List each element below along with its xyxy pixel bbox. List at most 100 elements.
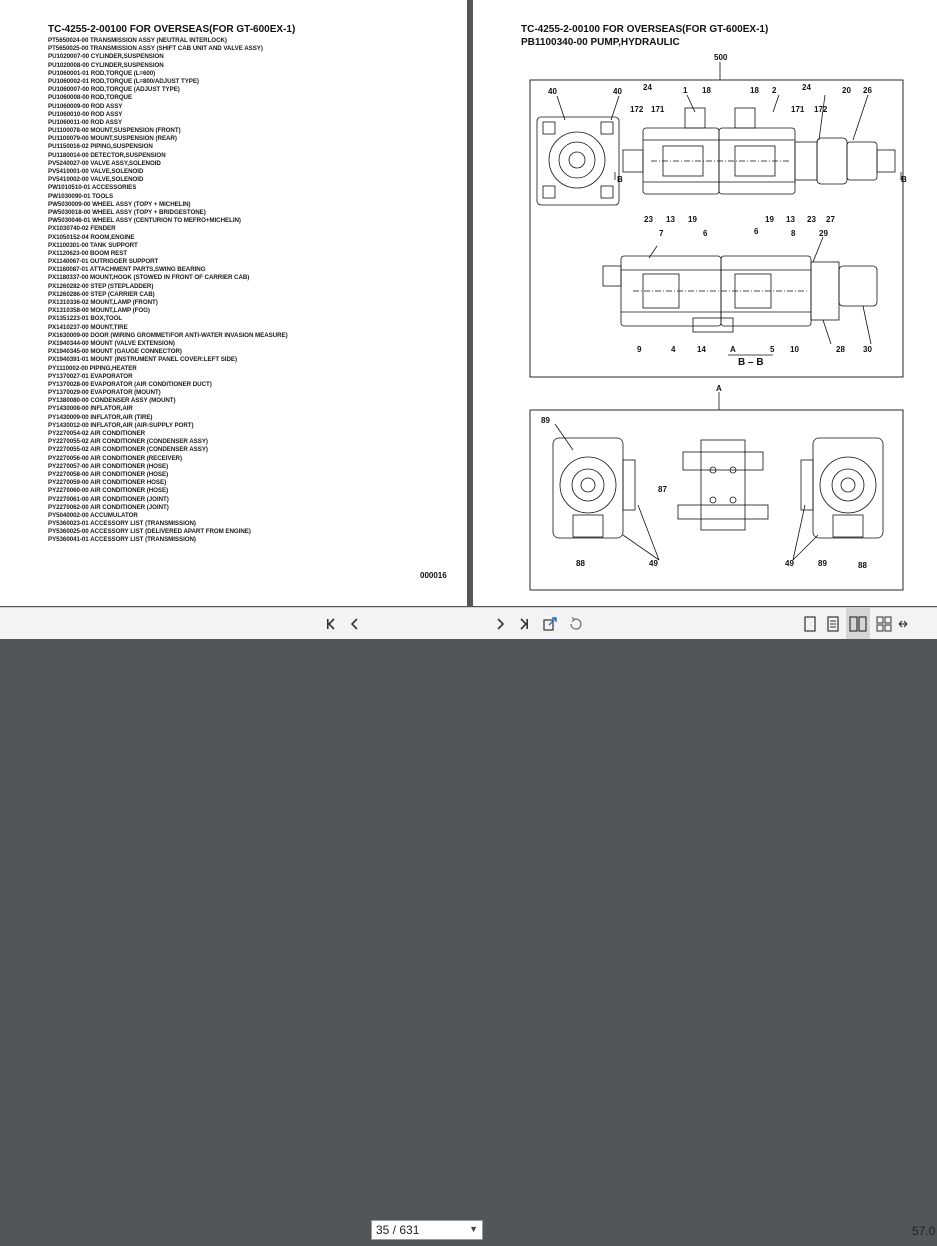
parts-list-item: PX1310358-00 MOUNT,LAMP (FOG) xyxy=(48,307,150,315)
callout-1: 1 xyxy=(683,86,688,95)
parts-list-item: PW5030018-00 WHEEL ASSY (TOPY + BRIDGEST… xyxy=(48,208,206,216)
export-page-icon[interactable] xyxy=(540,608,560,639)
two-page-view-icon[interactable] xyxy=(846,608,870,639)
callout-24: 24 xyxy=(802,83,811,92)
parts-list-item: PU1060011-00 ROD ASSY xyxy=(48,118,123,126)
callout-10: 10 xyxy=(790,345,799,354)
callout-13: 13 xyxy=(666,215,675,224)
parts-list-item: PY2270060-00 AIR CONDITIONER (HOSE) xyxy=(48,487,169,495)
callout-13: 13 xyxy=(786,215,795,224)
parts-list-item: PY2270057-00 AIR CONDITIONER (HOSE) xyxy=(48,462,169,470)
parts-list-item: PU1150016-02 PIPING,SUSPENSION xyxy=(48,143,153,151)
parts-list-item: PY2270056-00 AIR CONDITIONER (RECEIVER) xyxy=(48,454,182,462)
hydraulic-pump-drawing: 500 40 40 24 172 171 1 18 18 2 24 171 17… xyxy=(529,53,907,591)
callout-26: 26 xyxy=(863,86,872,95)
parts-list-item: PY1430012-00 INFLATOR,AIR (AIR-SUPPLY PO… xyxy=(48,421,194,429)
page-title: TC-4255-2-00100 FOR OVERSEAS(FOR GT-600E… xyxy=(48,24,296,35)
callout-40: 40 xyxy=(613,87,622,96)
callout-5: 5 xyxy=(770,345,775,354)
parts-list-item: PU1060007-00 ROD,TORQUE (ADJUST TYPE) xyxy=(48,86,180,94)
callout-18: 18 xyxy=(750,86,759,95)
callout-171: 171 xyxy=(651,105,665,114)
parts-list-item: PX1310336-02 MOUNT,LAMP (FRONT) xyxy=(48,299,158,306)
parts-list-item: PY1110002-00 PIPING,HEATER xyxy=(48,364,137,372)
parts-list-item: PU1060001-01 ROD,TORQUE (L=600) xyxy=(48,69,156,77)
fit-width-icon[interactable] xyxy=(895,608,911,639)
callout-28: 28 xyxy=(836,345,845,354)
callout-29: 29 xyxy=(819,229,828,238)
parts-list-item: PV5240027-00 VALVE ASSY,SOLENOID xyxy=(48,159,161,167)
next-page-icon[interactable] xyxy=(490,608,510,639)
parts-list-item: PY2270058-00 AIR CONDITIONER (HOSE) xyxy=(48,470,169,478)
grid-view-icon[interactable] xyxy=(874,608,894,639)
parts-list-item: PU1060008-00 ROD,TORQUE xyxy=(48,94,133,102)
parts-list-item: PY1430009-00 INFLATOR,AIR (TIRE) xyxy=(48,413,153,421)
parts-list-item: PX1160087-01 ATTACHMENT PARTS,SWING BEAR… xyxy=(48,266,206,274)
parts-list-item: PX1140067-01 OUTRIGGER SUPPORT xyxy=(48,258,159,266)
parts-list-item: PX1260282-00 STEP (STEPLADDER) xyxy=(48,282,154,290)
parts-list-item: PX1100301-00 TANK SUPPORT xyxy=(48,241,138,249)
callout-6: 6 xyxy=(754,227,759,236)
callout-8: 8 xyxy=(791,229,796,238)
prev-page-icon[interactable] xyxy=(345,608,365,639)
parts-list-item: PU1060009-00 ROD ASSY xyxy=(48,102,123,110)
parts-list-item: PW1010510-01 ACCESSORIES xyxy=(48,184,137,192)
callout-500: 500 xyxy=(714,53,728,62)
parts-list-item: PV5410001-00 VALVE,SOLENOID xyxy=(48,168,144,175)
callout-18: 18 xyxy=(702,86,711,95)
callout-24: 24 xyxy=(643,83,652,92)
rotate-icon[interactable] xyxy=(566,608,586,639)
parts-list-item: PY5040002-00 ACCUMULATOR xyxy=(48,511,138,519)
parts-list-item: PX1120623-00 BOOM REST xyxy=(48,249,128,257)
callout-27: 27 xyxy=(826,215,835,224)
zoom-level[interactable]: 57.0 xyxy=(912,1223,936,1238)
parts-list-item: PV5410002-00 VALVE,SOLENOID xyxy=(48,176,144,184)
parts-list-item: PX1260286-00 STEP (CARRIER CAB) xyxy=(48,290,155,298)
callout-89: 89 xyxy=(541,416,550,425)
callout-88: 88 xyxy=(576,559,585,568)
reading-mode-icon[interactable] xyxy=(823,608,843,639)
callout-2: 2 xyxy=(772,86,777,95)
callout-19: 19 xyxy=(688,215,697,224)
view-marker-a: A xyxy=(716,384,722,393)
parts-list-item: PW1030090-01 TOOLS xyxy=(48,192,114,200)
callout-14: 14 xyxy=(697,345,706,354)
parts-list-item: PY5360025-00 ACCESSORY LIST (DELIVERED A… xyxy=(48,528,251,536)
parts-list-item: PY2270055-02 AIR CONDITIONER (CONDENSER … xyxy=(48,438,208,446)
callout-49: 49 xyxy=(785,559,794,568)
first-page-icon[interactable] xyxy=(322,608,342,639)
parts-list-item: PY1430008-00 INFLATOR,AIR xyxy=(48,405,133,413)
callout-172: 172 xyxy=(814,105,828,114)
dropdown-icon[interactable]: ▼ xyxy=(469,1224,478,1234)
page-subtitle: PB1100340-00 PUMP,HYDRAULIC xyxy=(521,37,680,48)
single-page-view-icon[interactable] xyxy=(800,608,820,639)
callout-4: 4 xyxy=(671,345,676,354)
parts-list-item: PY2270054-02 AIR CONDITIONER xyxy=(48,430,146,437)
parts-list-item: PY2270059-00 AIR CONDITIONER HOSE) xyxy=(48,479,167,487)
parts-list-item: PY2270062-00 AIR CONDITIONER (JOINT) xyxy=(48,503,169,511)
callout-6: 6 xyxy=(703,229,708,238)
callout-19: 19 xyxy=(765,215,774,224)
callout-23: 23 xyxy=(807,215,816,224)
page-number: 000016 xyxy=(420,571,447,580)
callout-172: 172 xyxy=(630,105,644,114)
section-marker-b: B xyxy=(901,175,907,184)
parts-list-item: PY1370028-00 EVAPORATOR (AIR CONDITIONER… xyxy=(48,380,212,388)
callout-88: 88 xyxy=(858,561,867,570)
parts-list-item: PX1940391-01 MOUNT (INSTRUMENT PANEL COV… xyxy=(48,356,237,364)
callout-7: 7 xyxy=(659,229,664,238)
parts-list-item: PY1370029-00 EVAPORATOR (MOUNT) xyxy=(48,389,161,397)
callout-171: 171 xyxy=(791,105,805,114)
parts-list-item: PX1940344-00 MOUNT (VALVE EXTENSION) xyxy=(48,339,175,347)
callout-9: 9 xyxy=(637,345,642,354)
section-title: B – B xyxy=(738,357,764,368)
parts-list-item: PX1050152-04 ROOM,ENGINE xyxy=(48,233,135,241)
parts-list-item: PX1180337-00 MOUNT,HOOK (STOWED IN FRONT… xyxy=(48,274,250,282)
parts-list-item: PU1060002-01 ROD,TORQUE (L=800/ADJUST TY… xyxy=(48,77,199,85)
parts-list-item: PY5360023-01 ACCESSORY LIST (TRANSMISSIO… xyxy=(48,520,196,528)
last-page-icon[interactable] xyxy=(513,608,533,639)
document-page-left: TC-4255-2-00100 FOR OVERSEAS(FOR GT-600E… xyxy=(0,0,467,606)
callout-89: 89 xyxy=(818,559,827,568)
parts-list-item: PY2270061-00 AIR CONDITIONER (JOINT) xyxy=(48,495,169,503)
page-number-input[interactable]: 35 / 631 ▼ xyxy=(371,1220,483,1240)
